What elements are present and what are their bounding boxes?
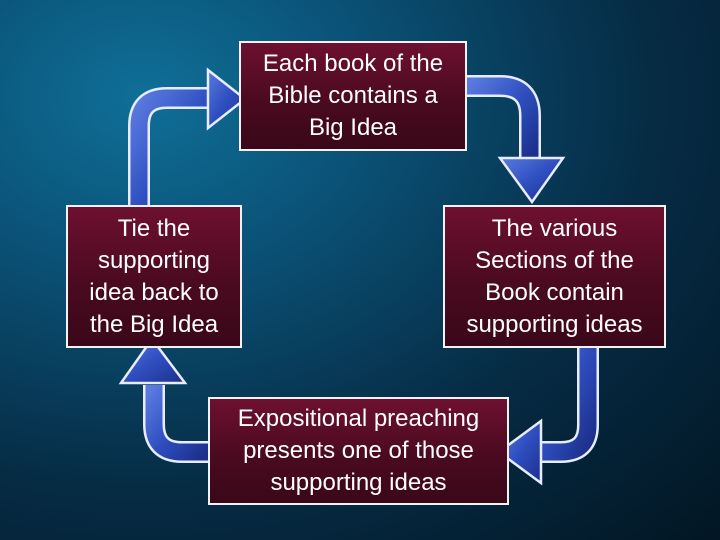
arrow-left-to-top [128, 67, 248, 205]
arrow-bottom-to-left [118, 336, 208, 463]
node-supporting-sections-label: The various Sections of the Book contain… [466, 214, 643, 338]
node-big-idea-label: Each book of the Bible contains a Big Id… [262, 50, 444, 141]
node-tie-back-label: Tie the supporting idea back to the Big … [89, 214, 219, 338]
node-expositional-preaching-label: Expositional preaching presents one of t… [237, 405, 480, 496]
node-tie-back: Tie the supporting idea back to the Big … [66, 205, 242, 348]
arrow-top-to-right [467, 75, 566, 205]
node-big-idea: Each book of the Bible contains a Big Id… [239, 41, 467, 151]
node-supporting-sections: The various Sections of the Book contain… [443, 205, 666, 348]
arrow-right-to-bottom [496, 348, 599, 486]
node-expositional-preaching: Expositional preaching presents one of t… [208, 397, 509, 505]
